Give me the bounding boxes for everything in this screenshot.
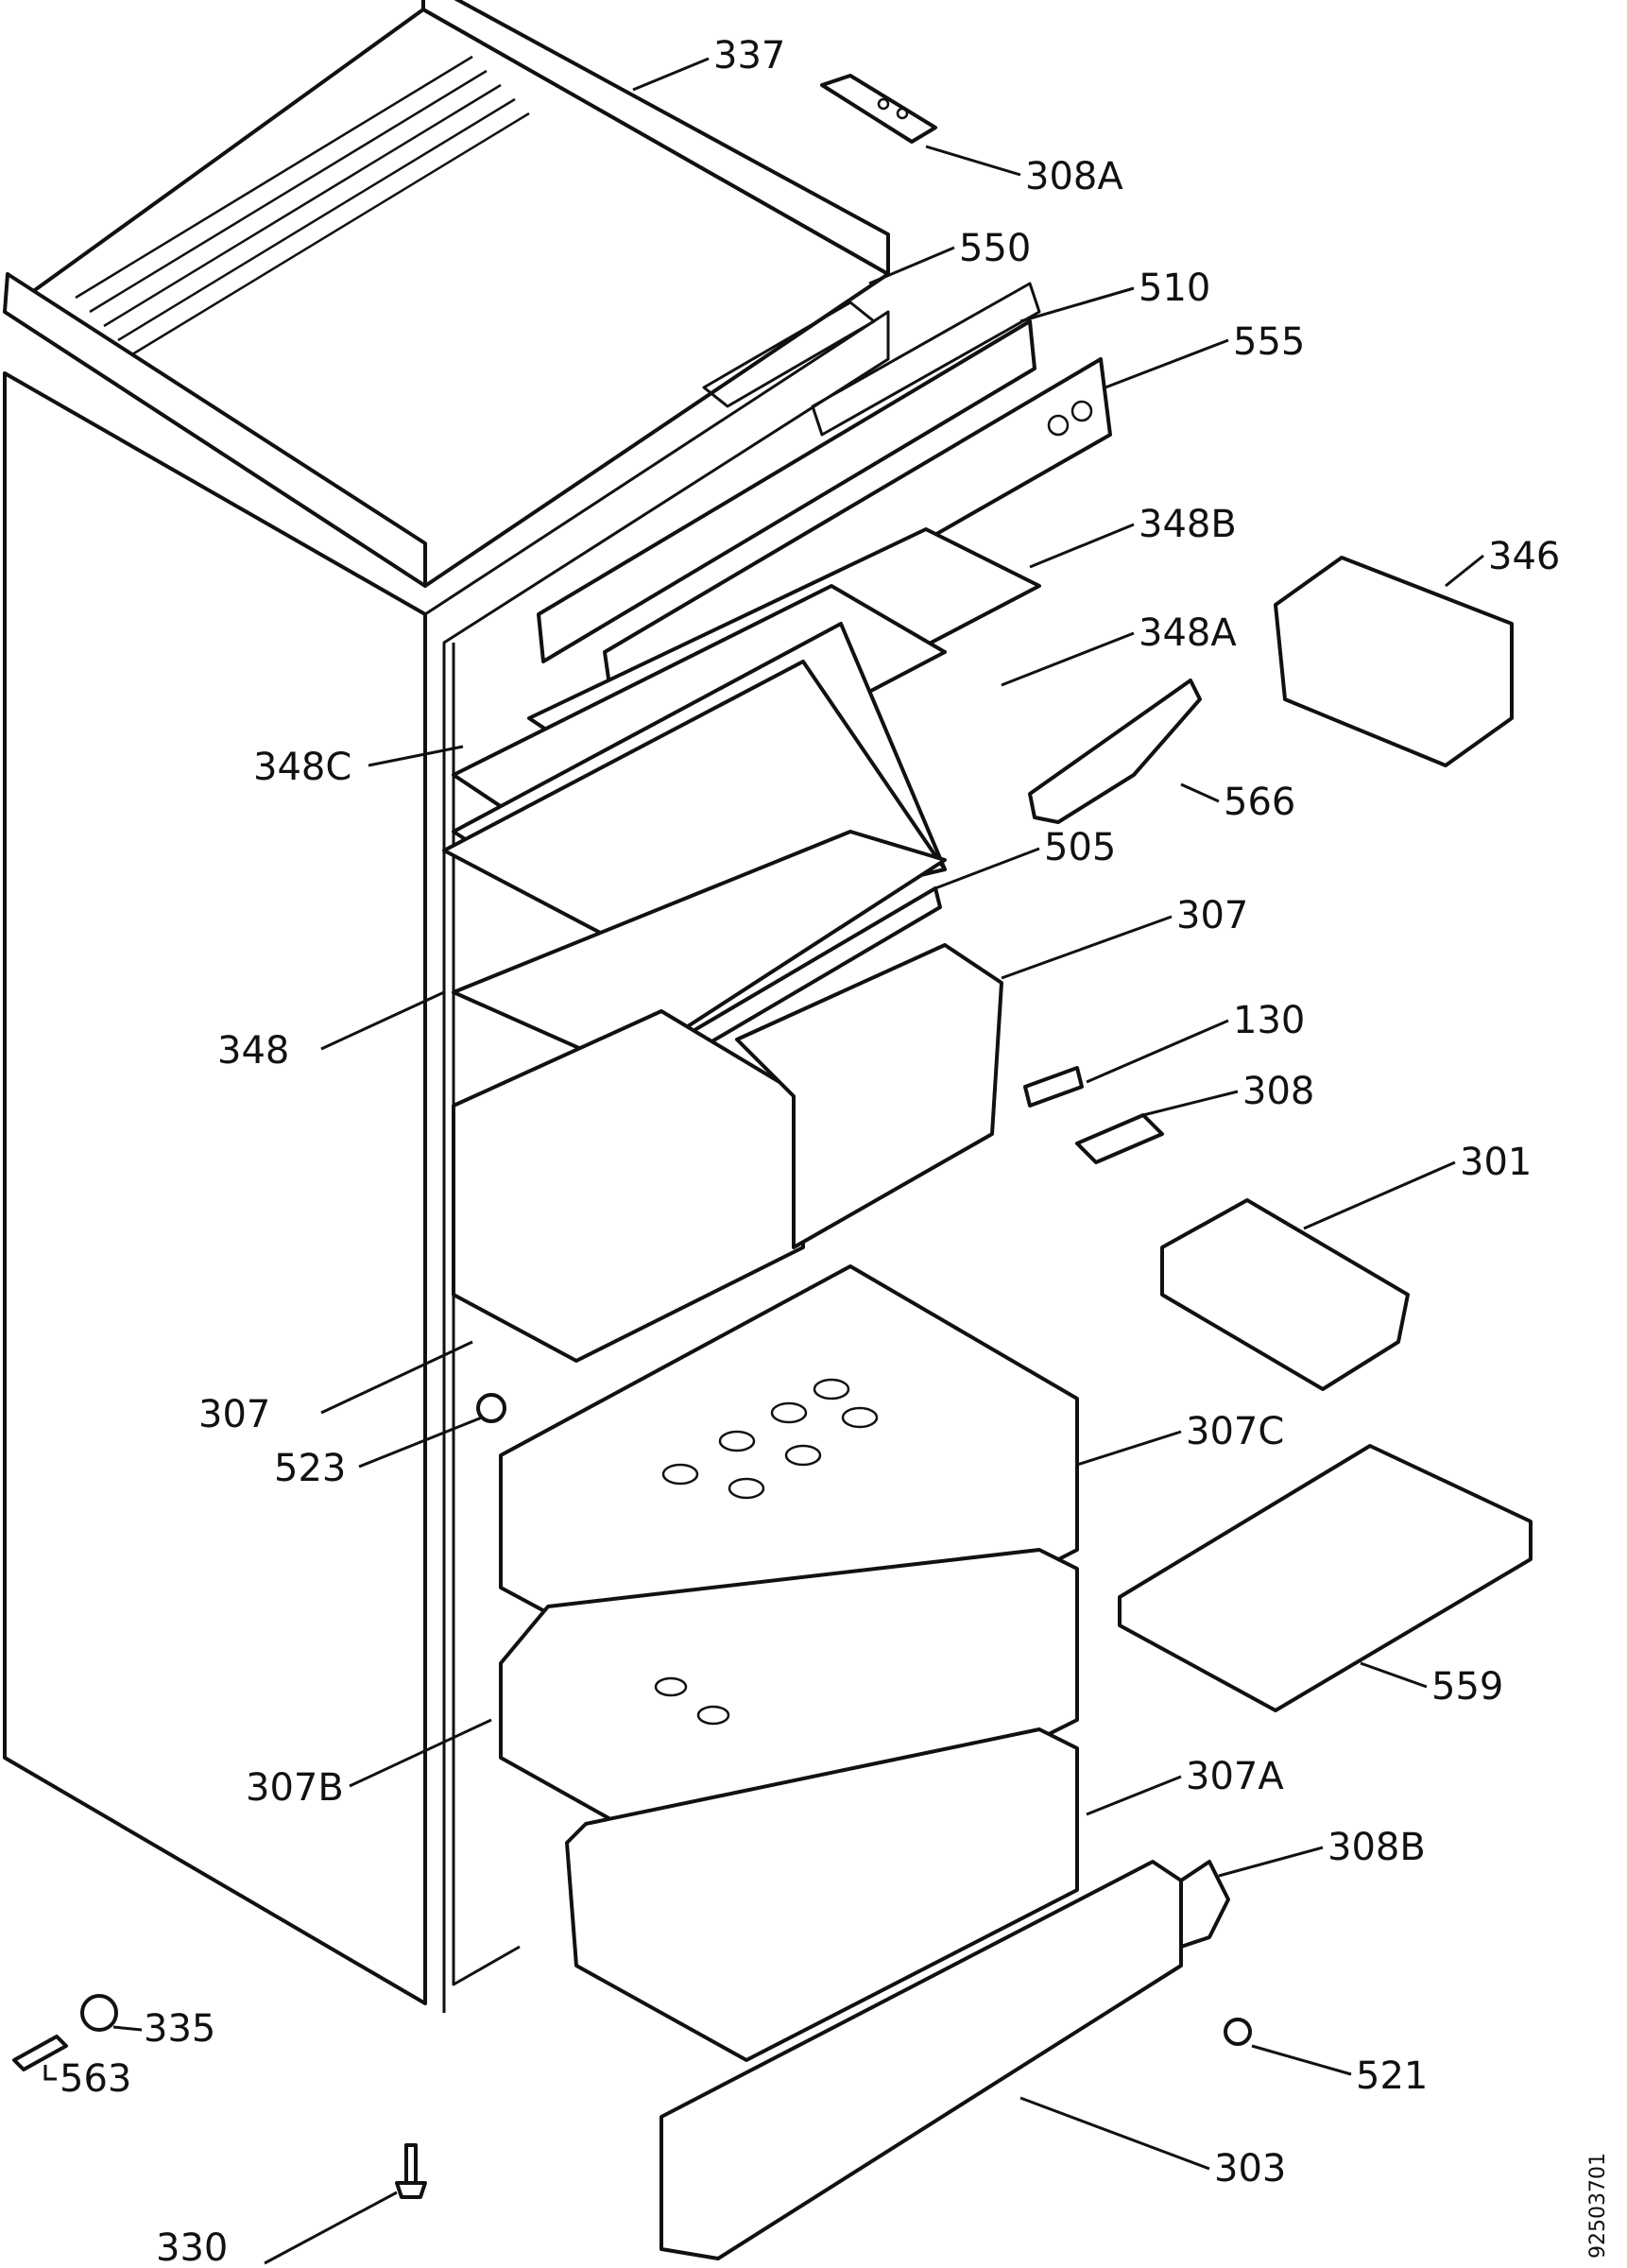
label-559: 559: [1431, 1665, 1503, 1709]
label-348c: 348C: [253, 746, 351, 789]
label-521: 521: [1356, 2054, 1428, 2098]
crisper-drawers: [452, 943, 1003, 1363]
small-parts-130-308: [1023, 1066, 1164, 1164]
scraper-566: [1028, 679, 1202, 824]
freezer-basket-307b: [499, 1548, 1079, 1892]
part-labels: 337 308A 550 510 555 348B 346 348A 348C …: [60, 34, 1560, 2268]
leader-lines: [43, 57, 1484, 2265]
label-523: 523: [274, 1447, 346, 1490]
label-307-left: 307: [198, 1393, 270, 1436]
label-308a: 308A: [1025, 155, 1123, 198]
label-307b: 307B: [246, 1766, 344, 1810]
bin-346: [1274, 556, 1514, 767]
label-308b: 308B: [1327, 1826, 1426, 1869]
label-348b: 348B: [1139, 503, 1237, 546]
label-337: 337: [713, 34, 785, 77]
document-id: 92503701: [1586, 2153, 1610, 2259]
label-563: 563: [60, 2057, 131, 2101]
label-348: 348: [217, 1029, 289, 1073]
glass-shelves: [442, 527, 1041, 1070]
door-rack-303: [659, 1860, 1183, 2260]
label-330: 330: [156, 2226, 228, 2268]
cold-pack-559: [1118, 1444, 1533, 1712]
hinge-308b: [1179, 1860, 1230, 1949]
label-335: 335: [144, 2007, 215, 2051]
label-346: 346: [1488, 535, 1560, 578]
label-307c: 307C: [1186, 1410, 1284, 1453]
label-348a: 348A: [1139, 611, 1237, 655]
label-301: 301: [1460, 1141, 1532, 1184]
hinge-308a: [820, 74, 937, 144]
label-566: 566: [1224, 781, 1295, 824]
label-130: 130: [1233, 999, 1305, 1042]
label-510: 510: [1139, 266, 1210, 310]
ice-tray-301: [1160, 1198, 1410, 1391]
label-505: 505: [1044, 826, 1116, 869]
label-303: 303: [1214, 2147, 1286, 2191]
freezer-basket-307a: [565, 1727, 1079, 2062]
label-307-top: 307: [1176, 894, 1248, 937]
fasteners: [12, 1393, 1252, 2199]
label-308: 308: [1242, 1070, 1314, 1113]
cabinet-body: [3, 0, 890, 2013]
label-307a: 307A: [1186, 1755, 1284, 1798]
label-550: 550: [959, 227, 1031, 270]
label-555: 555: [1233, 320, 1305, 364]
